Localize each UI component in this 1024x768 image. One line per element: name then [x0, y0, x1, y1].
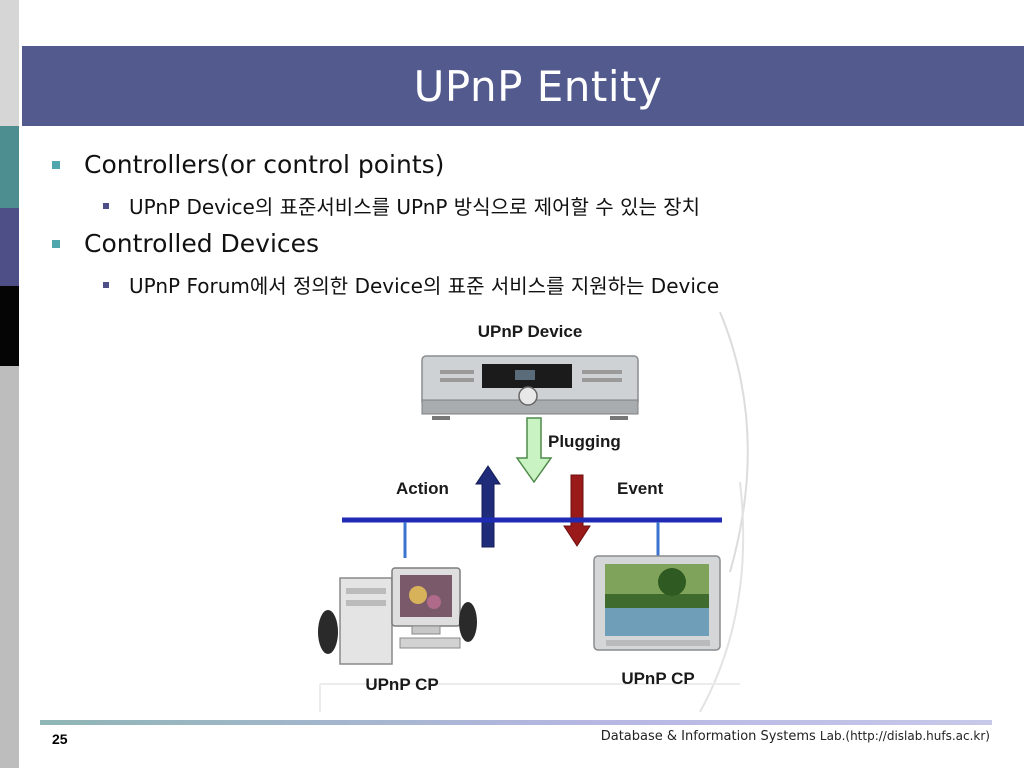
plugging-label: Plugging: [548, 432, 621, 451]
side-strip-silver: [0, 366, 19, 768]
upnp-entity-diagram: UPnP Device Plugging Action Event: [318, 312, 749, 712]
title-bar: UPnP Entity: [22, 46, 1024, 126]
event-arrow-icon: [563, 474, 591, 547]
side-strip-teal: [0, 126, 19, 208]
side-strip-black: [0, 286, 19, 366]
action-arrow-icon: [475, 465, 501, 548]
sub-bullet-controlled-devices: UPnP Forum에서 정의한 Device의 표준 서비스를 지원하는 De…: [103, 270, 719, 299]
cp-left-label: UPnP CP: [365, 675, 438, 694]
square-bullet-icon: [103, 202, 109, 209]
footer-lab-name: Database & Information Systems: [600, 729, 820, 744]
tv-icon: [593, 555, 721, 651]
side-strip-gray: [0, 0, 19, 46]
background-curve: [719, 312, 749, 573]
page-number: 25: [52, 731, 68, 747]
dvd-player-icon: [421, 355, 639, 420]
footer-lab-url: Lab.(http://dislab.hufs.ac.kr): [819, 729, 990, 743]
bullet-controlled-devices: Controlled Devices: [52, 229, 319, 258]
side-strip-indigo: [0, 208, 19, 286]
bullet-controllers: Controllers(or control points): [52, 150, 444, 179]
bullet-text: Controlled Devices: [84, 229, 320, 258]
side-strip-light: [0, 46, 19, 126]
square-bullet-icon: [52, 239, 60, 248]
sub-bullet-text: UPnP Forum에서 정의한 Device의 표준 서비스를 지원하는 De…: [129, 274, 720, 298]
plugging-arrow-icon: [515, 417, 553, 484]
slide-title: UPnP Entity: [413, 61, 663, 111]
device-label: UPnP Device: [478, 322, 583, 341]
square-bullet-icon: [103, 281, 109, 288]
square-bullet-icon: [52, 160, 60, 169]
action-label: Action: [396, 479, 449, 498]
cp-right-label: UPnP CP: [621, 669, 694, 688]
event-label: Event: [617, 479, 664, 498]
desktop-pc-icon: [318, 567, 477, 665]
background-curve: [699, 481, 745, 712]
bullet-text: Controllers(or control points): [84, 150, 445, 179]
footer-lab-credit: Database & Information Systems Lab.(http…: [601, 729, 990, 744]
sub-bullet-controllers: UPnP Device의 표준서비스를 UPnP 방식으로 제어할 수 있는 장…: [103, 191, 700, 220]
sub-bullet-text: UPnP Device의 표준서비스를 UPnP 방식으로 제어할 수 있는 장…: [129, 195, 701, 219]
footer-divider: [40, 720, 992, 725]
